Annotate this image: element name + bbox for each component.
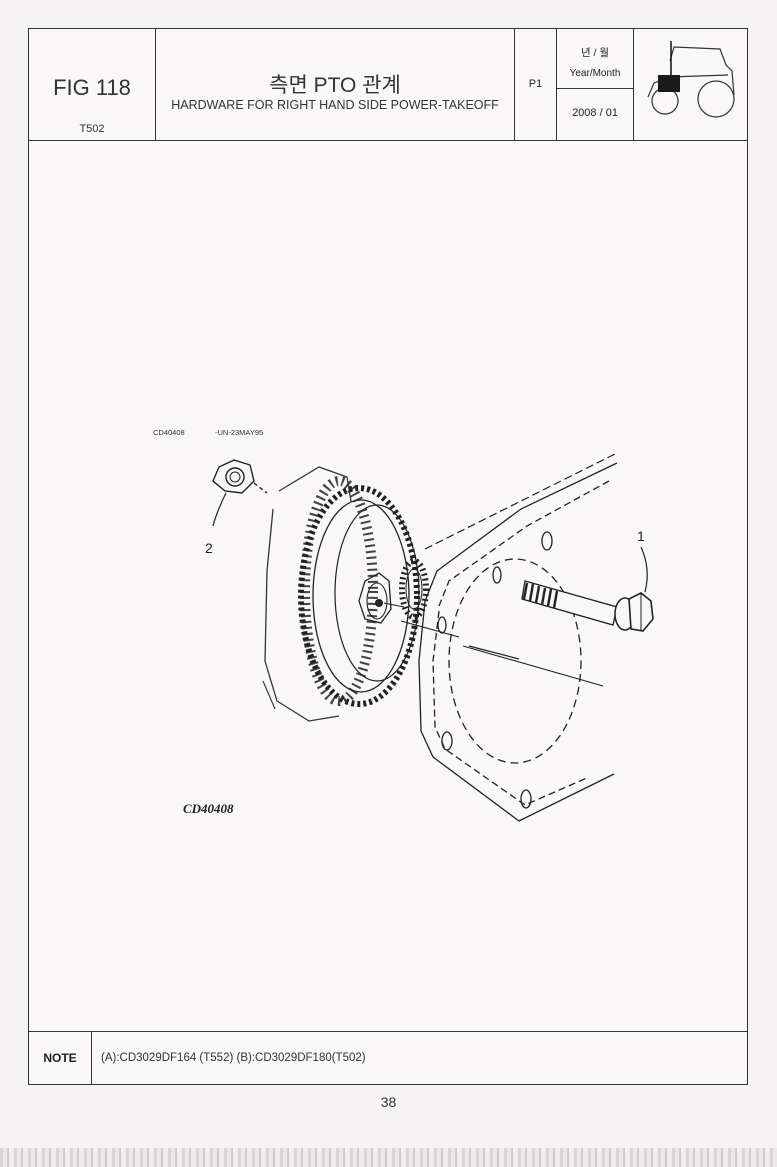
scan-edge bbox=[0, 1148, 777, 1167]
page-cell: P1 bbox=[515, 29, 557, 140]
cap-screw-icon bbox=[521, 580, 654, 632]
diagram-drawing: CD40408 -UN-23MAY95 2 bbox=[153, 428, 654, 822]
figure-cell: FIG 118 T502 bbox=[29, 29, 156, 140]
diagram-ref-date: -UN-23MAY95 bbox=[215, 428, 263, 437]
note-text: (A):CD3029DF164 (T552) (B):CD3029DF180(T… bbox=[101, 1052, 366, 1064]
title-cell: 측면 PTO 관계 HARDWARE FOR RIGHT HAND SIDE P… bbox=[156, 29, 515, 140]
note-bar: NOTE (A):CD3029DF164 (T552) (B):CD3029DF… bbox=[29, 1031, 747, 1085]
icon-cell bbox=[634, 29, 747, 140]
date-value: 2008 / 01 bbox=[572, 107, 618, 119]
page-label: P1 bbox=[528, 78, 543, 90]
header: FIG 118 T502 측면 PTO 관계 HARDWARE FOR RIGH… bbox=[29, 29, 747, 141]
callout-2: 2 bbox=[205, 540, 213, 556]
title-korean: 측면 PTO 관계 bbox=[269, 74, 401, 97]
figure-label: FIG 118 bbox=[53, 75, 131, 100]
mounting-plate bbox=[418, 462, 618, 822]
year-month-korean: 년 / 월 bbox=[580, 47, 610, 59]
hex-nut-icon bbox=[212, 459, 268, 494]
callout-1: 1 bbox=[637, 528, 645, 544]
page-frame: FIG 118 T502 측면 PTO 관계 HARDWARE FOR RIGH… bbox=[28, 28, 748, 1085]
tractor-icon bbox=[647, 41, 735, 118]
year-month-english: Year/Month bbox=[569, 68, 621, 79]
date-cell: 년 / 월 Year/Month 2008 / 01 bbox=[557, 29, 634, 140]
page-number: 38 bbox=[380, 1094, 397, 1110]
model-code: T502 bbox=[79, 123, 105, 135]
diagram-ref-code: CD40408 bbox=[153, 428, 185, 437]
title-english: HARDWARE FOR RIGHT HAND SIDE POWER-TAKEO… bbox=[171, 98, 499, 112]
date-heading: 년 / 월 Year/Month bbox=[557, 29, 633, 89]
exploded-diagram: CD40408 -UN-23MAY95 2 bbox=[29, 141, 747, 1031]
diagram-caption: CD40408 bbox=[183, 801, 234, 816]
note-label: NOTE bbox=[29, 1032, 92, 1085]
gear-icon bbox=[298, 485, 429, 707]
